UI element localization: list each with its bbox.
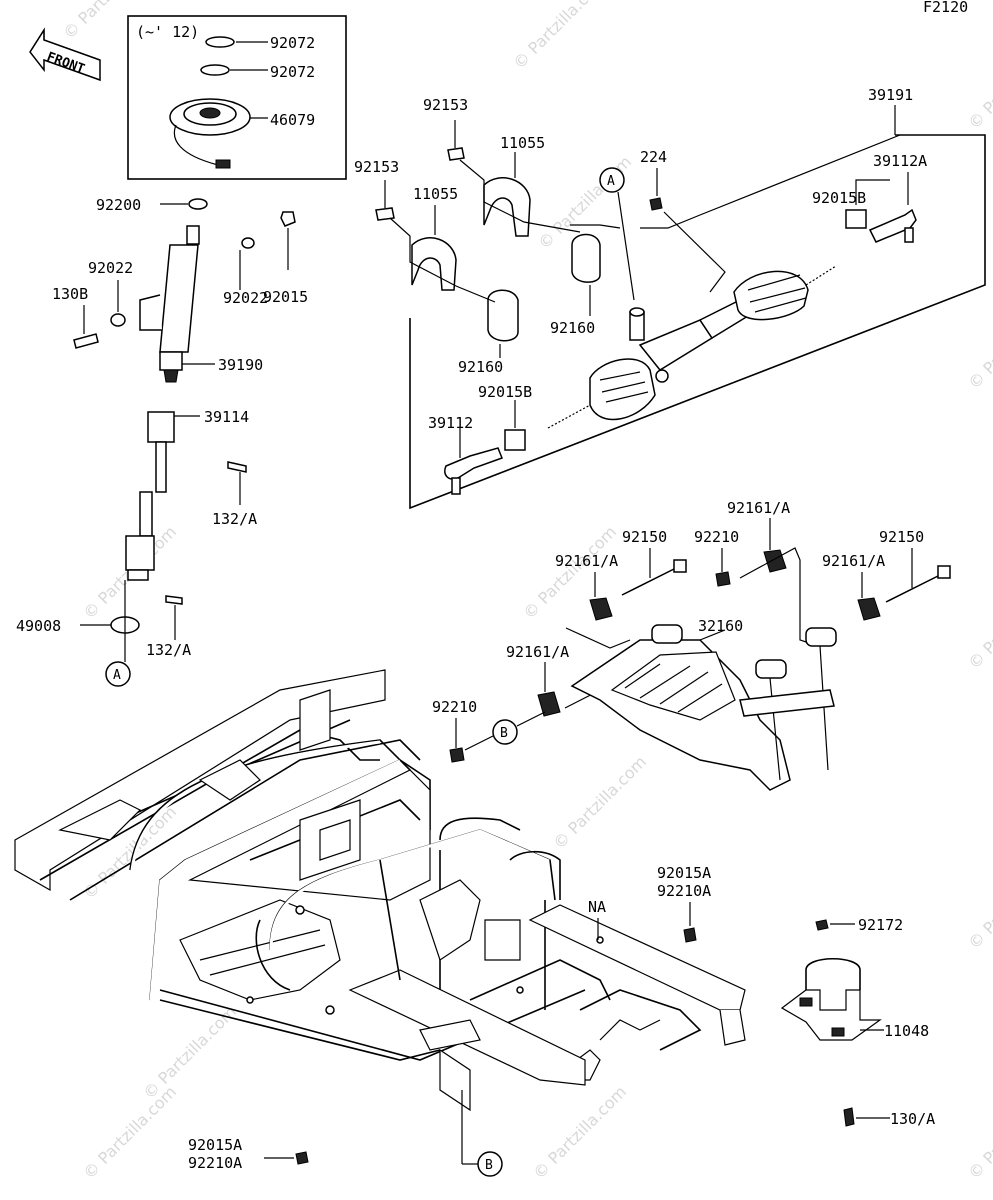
label-92150: 92150 xyxy=(622,528,667,546)
clamp-part xyxy=(411,237,457,291)
nut-part xyxy=(845,209,867,229)
nut-part xyxy=(449,747,465,763)
clamp-part xyxy=(483,177,531,237)
label-92015a: 92015A xyxy=(188,1136,242,1154)
watermark: © Partzilla.com xyxy=(964,32,993,133)
callout-a-circle xyxy=(105,661,131,687)
seal-ring-part xyxy=(200,64,230,76)
label-92210a: 92210A xyxy=(188,1154,242,1172)
label-92022: 92022 xyxy=(223,289,268,307)
nut-part xyxy=(715,571,731,587)
label-92160: 92160 xyxy=(550,319,595,337)
inset-label: (~' 12) xyxy=(136,23,199,41)
watermark: © Partzilla.com xyxy=(79,1082,180,1183)
steering-rack-assembly: 39191 92153 92153 11055 11055 92160 9216… xyxy=(354,86,986,510)
bushing-part xyxy=(857,597,881,621)
label-92022: 92022 xyxy=(88,259,133,277)
label-92015b: 92015B xyxy=(812,189,866,207)
label-92161a: 92161/A xyxy=(822,552,885,570)
steering-column: 92200 39190 92015 92022 92022 130B 39114… xyxy=(16,196,308,687)
watermark: © Partzilla.com xyxy=(964,572,993,673)
tie-rod-end-part xyxy=(444,447,503,480)
tie-rod-end-part xyxy=(868,208,917,243)
universal-joint-part xyxy=(147,411,175,443)
watermark: © Partzilla.com xyxy=(964,852,993,953)
suspension-arm-group: 92161/A 92161/A 92150 92210 92161/A 9215… xyxy=(432,499,951,791)
bushing-part xyxy=(487,289,519,342)
label-92015b: 92015B xyxy=(478,383,532,401)
label-92161a: 92161/A xyxy=(727,499,790,517)
label-92210: 92210 xyxy=(432,698,477,716)
label-92072: 92072 xyxy=(270,63,315,81)
bolt-part xyxy=(295,1151,309,1165)
watermark: © Partzilla.com xyxy=(529,1082,630,1183)
label-39112a: 39112A xyxy=(873,152,927,170)
label-92150: 92150 xyxy=(879,528,924,546)
label-39114: 39114 xyxy=(204,408,249,426)
label-92210a: 92210A xyxy=(657,882,711,900)
label-32160: 32160 xyxy=(698,617,743,635)
seal-ring-part xyxy=(205,36,235,48)
callout-b-label: B xyxy=(500,726,508,741)
label-92015: 92015 xyxy=(263,288,308,306)
label-46079: 46079 xyxy=(270,111,315,129)
label-92160: 92160 xyxy=(458,358,503,376)
label-130a: 130/A xyxy=(890,1110,935,1128)
label-92161a: 92161/A xyxy=(555,552,618,570)
label-92153: 92153 xyxy=(423,96,468,114)
label-224: 224 xyxy=(640,148,667,166)
callout-a-label: A xyxy=(607,174,615,189)
frame-labels: 92015A 92210A NA 92172 11048 130/A 92015… xyxy=(188,864,935,1177)
nut-part xyxy=(504,429,526,451)
watermark: © Partzilla.com xyxy=(549,752,650,853)
main-frame xyxy=(14,669,746,1112)
inset-box: (~' 12) 92072 92072 46079 xyxy=(127,15,347,180)
callout-a-label: A xyxy=(113,668,121,683)
watermark: © Partzilla.com xyxy=(964,292,993,393)
label-92200: 92200 xyxy=(96,196,141,214)
bushing-part xyxy=(589,597,613,621)
label-92015a: 92015A xyxy=(657,864,711,882)
label-49008: 49008 xyxy=(16,617,61,635)
callout-b-label: B xyxy=(485,1158,493,1173)
bolt-part xyxy=(683,927,697,943)
bushing-part xyxy=(571,233,601,283)
watermark: © Partzilla.com xyxy=(139,1002,240,1103)
label-92172: 92172 xyxy=(858,916,903,934)
label-11055: 11055 xyxy=(413,185,458,203)
label-11055: 11055 xyxy=(500,134,545,152)
rack-housing-part xyxy=(638,319,714,371)
label-132a: 132/A xyxy=(212,510,257,528)
figure-code: F2120 xyxy=(923,0,968,16)
label-39112: 39112 xyxy=(428,414,473,432)
label-92161a: 92161/A xyxy=(506,643,569,661)
watermark: © Partzilla.com xyxy=(964,1082,993,1183)
callout-b-circle xyxy=(492,719,518,745)
label-39191: 39191 xyxy=(868,86,913,104)
steering-shaft-part xyxy=(159,244,199,353)
front-arrow: FRONT xyxy=(29,27,101,82)
label-39190: 39190 xyxy=(218,356,263,374)
label-92153: 92153 xyxy=(354,158,399,176)
bolt-part xyxy=(843,1107,855,1127)
rack-boot-part xyxy=(589,358,656,421)
screw-part xyxy=(815,919,829,931)
label-92210: 92210 xyxy=(694,528,739,546)
label-na: NA xyxy=(588,898,606,916)
bracket-part xyxy=(780,989,882,1041)
bushing-part xyxy=(763,549,787,573)
rack-boot-part xyxy=(733,270,809,321)
label-92072: 92072 xyxy=(270,34,315,52)
watermark: © Partzilla.com xyxy=(509,0,610,73)
label-130b: 130B xyxy=(52,285,88,303)
suspension-arm-part xyxy=(570,639,791,791)
label-132a: 132/A xyxy=(146,641,191,659)
bushing-part xyxy=(537,691,561,717)
label-11048: 11048 xyxy=(884,1022,929,1040)
callout-a-circle xyxy=(599,167,625,193)
